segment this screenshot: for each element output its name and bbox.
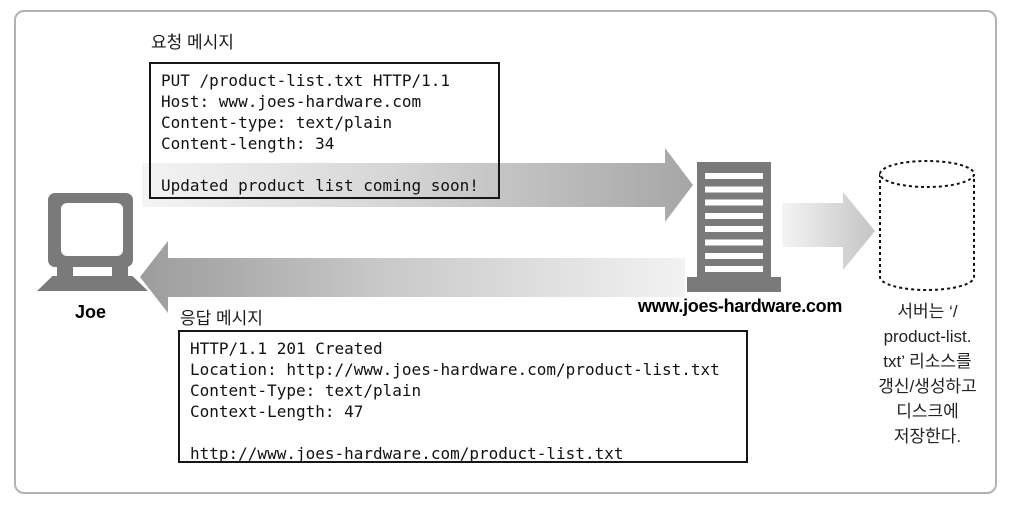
- request-message-text: PUT /product-list.txt HTTP/1.1 Host: www…: [161, 71, 479, 195]
- server-base: [687, 277, 781, 292]
- server-vents: [705, 173, 763, 277]
- computer-base: [37, 276, 148, 291]
- response-message-text: HTTP/1.1 201 Created Location: http://ww…: [190, 339, 720, 463]
- client-label: Joe: [74, 302, 107, 322]
- request-message-box: PUT /product-list.txt HTTP/1.1 Host: www…: [149, 62, 500, 199]
- monitor-foot-left: [57, 267, 73, 276]
- response-message-label: 응답 메시지: [180, 309, 263, 328]
- request-message-label: 요청 메시지: [151, 33, 234, 52]
- disk-cylinder-icon: [879, 160, 975, 291]
- figure-border: [14, 10, 997, 494]
- monitor-screen: [61, 203, 123, 256]
- monitor-foot-right: [112, 267, 128, 276]
- response-message-box: HTTP/1.1 201 Created Location: http://ww…: [178, 330, 748, 463]
- server-label: www.joes-hardware.com: [637, 296, 843, 316]
- disk-caption: 서버는 ‘/ product-list. txt’ 리소스를 갱신/생성하고 디…: [878, 302, 977, 446]
